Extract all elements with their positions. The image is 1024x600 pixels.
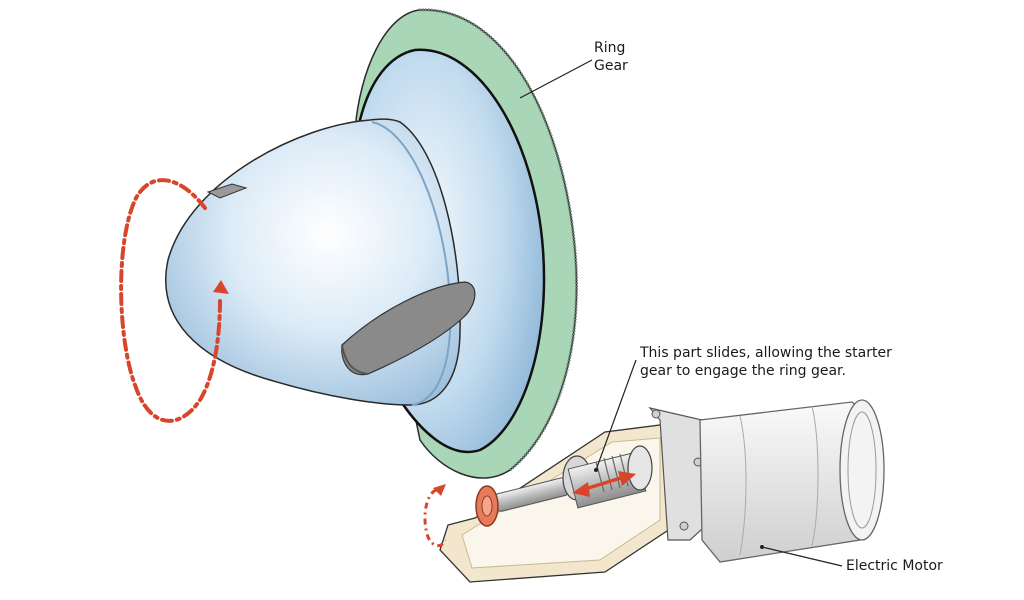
starter-pinion — [475, 485, 499, 527]
arrow-head-small-icon — [433, 484, 446, 496]
ring-gear-leader — [519, 59, 593, 99]
arrow-head-right-icon — [618, 471, 636, 486]
slide-note-leader — [595, 359, 637, 471]
slide-note-label: This part slides, allowing the starter g… — [640, 344, 892, 380]
arrow-head-left-icon — [572, 482, 590, 497]
electric-motor-label: Electric Motor — [846, 557, 943, 575]
ring-gear-label-line-1: Ring — [594, 40, 626, 56]
propeller-spinner — [165, 118, 476, 406]
slide-note-line-1: This part slides, allowing the starter — [640, 345, 892, 361]
ring-gear-label: Ring Gear — [594, 39, 628, 75]
electric-motor — [648, 399, 885, 563]
ring-gear-label-line-2: Gear — [594, 58, 628, 74]
motor-leader — [761, 546, 843, 567]
spinner-rotation-arrow — [119, 178, 229, 423]
arrow-head-icon — [213, 280, 229, 294]
leader-lines — [519, 59, 843, 567]
slide-direction-arrow — [572, 471, 636, 497]
pinion-rotation-arrow — [423, 484, 447, 548]
electric-motor-label-text: Electric Motor — [846, 558, 943, 574]
slide-note-line-2: gear to engage the ring gear. — [640, 363, 846, 379]
